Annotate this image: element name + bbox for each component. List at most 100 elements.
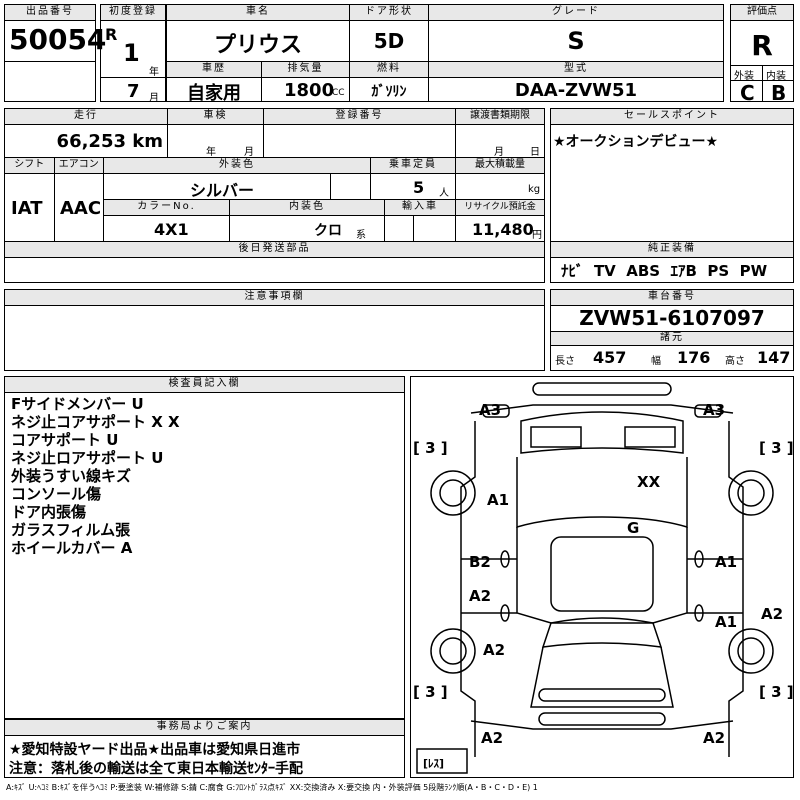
note-line: ドア内張傷 <box>11 503 87 521</box>
note-line: Fサイドメンバー U <box>11 395 144 413</box>
mark-xx: XX <box>637 473 661 491</box>
door-label: ドア形状 <box>350 5 428 21</box>
note-line: ネジ止コアサポート X X <box>11 413 180 431</box>
door-box: ドア形状 5D <box>349 4 429 62</box>
inspection-month: 月 <box>244 147 254 158</box>
length-value: 457 <box>593 348 627 367</box>
fuel-label: 燃料 <box>350 62 428 78</box>
ac-value: AAC <box>60 198 102 219</box>
mark-a2-left-mid: A2 <box>469 587 492 605</box>
capacity-unit: 人 <box>439 188 449 199</box>
chassis-value: ZVW51-6107097 <box>579 306 765 330</box>
mark-a2-bottom-left: A2 <box>481 729 504 747</box>
displacement-box: 排気量 1800 CC <box>261 61 350 102</box>
displacement-unit: CC <box>332 88 345 98</box>
mark-a2-bottom-right: A2 <box>703 729 726 747</box>
regnum-label: 登録番号 <box>264 109 455 125</box>
mark-bracket-top-left: [ 3 ] <box>413 439 448 457</box>
first-registration-label: 初度登録 <box>101 5 165 21</box>
car-outline-diagram <box>416 382 774 774</box>
import-label: 輸入車 <box>385 200 455 216</box>
note-line: コアサポート U <box>11 431 119 449</box>
reg-year-unit: 年 <box>149 67 159 78</box>
office-info-box: 事務局よりご案内 ★愛知特設ヤード出品★出品車は愛知県日進市 注意：落札後の輸送… <box>4 719 405 778</box>
chassis-label: 車台番号 <box>551 290 793 306</box>
colorno-label: カラーNo. <box>104 200 229 216</box>
colorno-value: 4X1 <box>154 220 189 239</box>
model-value: DAA-ZVW51 <box>514 80 638 101</box>
reg-month-value: 7 <box>127 81 140 102</box>
shift-ac-box: シフト エアコン IAT AAC <box>4 157 104 242</box>
color-value: シルバー <box>190 181 255 200</box>
reg-month-unit: 月 <box>149 93 159 104</box>
maxload-unit: kg <box>528 184 541 195</box>
legend-text: A:ｷｽﾞ U:ﾍｺﾐ B:ｷｽﾞを伴うﾍｺﾐ P:要塗装 W:補修跡 S:錆 … <box>6 783 538 792</box>
ac-label: エアコン <box>58 159 99 170</box>
history-label: 車歴 <box>167 62 261 78</box>
import-box: 輸入車 <box>384 199 456 242</box>
note-line: コンソール傷 <box>11 485 102 503</box>
inspection-year: 年 <box>206 147 216 158</box>
sales-point-box: セールスポイント ★オークションデビュー★ <box>550 108 794 242</box>
capacity-label: 乗車定員 <box>371 158 455 174</box>
lot-number-value: 50054 <box>9 23 107 56</box>
caution-label: 注意事項欄 <box>5 290 544 306</box>
colorno-box: カラーNo. 4X1 <box>103 199 230 242</box>
inspector-notes-list: Fサイドメンバー U ネジ止コアサポート X X コアサポート U ネジ止ロアサ… <box>11 395 180 557</box>
genuine-equipment-box: 純正装備 ﾅﾋﾞ TV ABS ｴｱB PS PW <box>550 241 794 283</box>
door-value: 5D <box>373 29 405 53</box>
damage-diagram-box: A3 A3 [ 3 ] [ 3 ] XX A1 G B2 A1 A2 A2 A1… <box>410 376 794 778</box>
mark-a1-left-front: A1 <box>487 491 510 509</box>
era-value: R <box>105 25 118 44</box>
regnum-box: 登録番号 <box>263 108 456 158</box>
genuine-equipment-value: ﾅﾋﾞ TV ABS ｴｱB PS PW <box>561 262 768 280</box>
inspector-notes-label: 検査員記入欄 <box>5 377 404 393</box>
transfer-day: 日 <box>530 147 540 158</box>
mark-a1-right-2: A1 <box>715 613 738 631</box>
width-value: 176 <box>677 348 711 367</box>
inspector-notes-box: 検査員記入欄 Fサイドメンバー U ネジ止コアサポート X X コアサポート U… <box>4 376 405 719</box>
maxload-box: 最大積載量 kg <box>455 157 545 200</box>
height-value: 147 <box>757 348 791 367</box>
shift-value: IAT <box>11 198 43 219</box>
inspection-box: 車検 年 月 <box>167 108 264 158</box>
mileage-label: 走行 <box>5 109 167 125</box>
sales-point-label: セールスポイント <box>551 109 793 125</box>
mark-bracket-bottom-right: [ 3 ] <box>759 683 794 701</box>
note-line: 外装うすい線キズ <box>11 467 132 485</box>
mark-a3-left: A3 <box>479 401 502 419</box>
length-label: 長さ <box>555 356 575 367</box>
sales-point-text: ★オークションデビュー★ <box>553 134 719 150</box>
intcolor-label: 内装色 <box>230 200 384 216</box>
office-info-line2: 注意：落札後の輸送は全て東日本輸送ｾﾝﾀｰ手配 <box>9 761 303 777</box>
later-parts-box: 後日発送部品 <box>4 241 545 283</box>
recycle-box: リサイクル預託金 11,480 円 <box>455 199 545 242</box>
history-box: 車歴 自家用 <box>166 61 262 104</box>
fuel-value: ｶﾞｿﾘﾝ <box>371 84 407 100</box>
recycle-unit: 円 <box>532 230 542 241</box>
caution-box: 注意事項欄 <box>4 289 545 371</box>
grade-label: グレード <box>429 5 723 21</box>
score-box: 評価点 R 外装 内装 C B <box>730 4 794 105</box>
mark-a2-left-rear: A2 <box>483 641 506 659</box>
transfer-box: 譲渡書類期限 月 日 <box>455 108 545 158</box>
inspection-label: 車検 <box>168 109 263 125</box>
chassis-box: 車台番号 ZVW51-6107097 諸元 長さ 457 幅 176 高さ 14… <box>550 289 794 371</box>
later-parts-label: 後日発送部品 <box>5 242 544 258</box>
displacement-label: 排気量 <box>262 62 349 78</box>
grade-box: グレード S <box>428 4 724 62</box>
note-line: ネジ止ロアサポート U <box>11 449 164 467</box>
exterior-label: 外装 <box>734 71 754 82</box>
mark-bracket-top-right: [ 3 ] <box>759 439 794 457</box>
lot-number-box: 出品番号 50054 <box>4 4 106 102</box>
first-registration-box: 初度登録 R 1 年 7 月 <box>100 4 166 104</box>
car-name-value: プリウス <box>213 33 302 58</box>
office-info-line1: ★愛知特設ヤード出品★出品車は愛知県日進市 <box>9 742 301 758</box>
maxload-label: 最大積載量 <box>456 158 544 174</box>
mark-bracket-bottom-left: [ 3 ] <box>413 683 448 701</box>
transfer-month: 月 <box>494 147 504 158</box>
fuel-box: 燃料 ｶﾞｿﾘﾝ <box>349 61 429 102</box>
capacity-value: 5 <box>413 178 425 197</box>
model-box: 型式 DAA-ZVW51 <box>428 61 724 102</box>
recycle-label: リサイクル預託金 <box>456 200 544 216</box>
